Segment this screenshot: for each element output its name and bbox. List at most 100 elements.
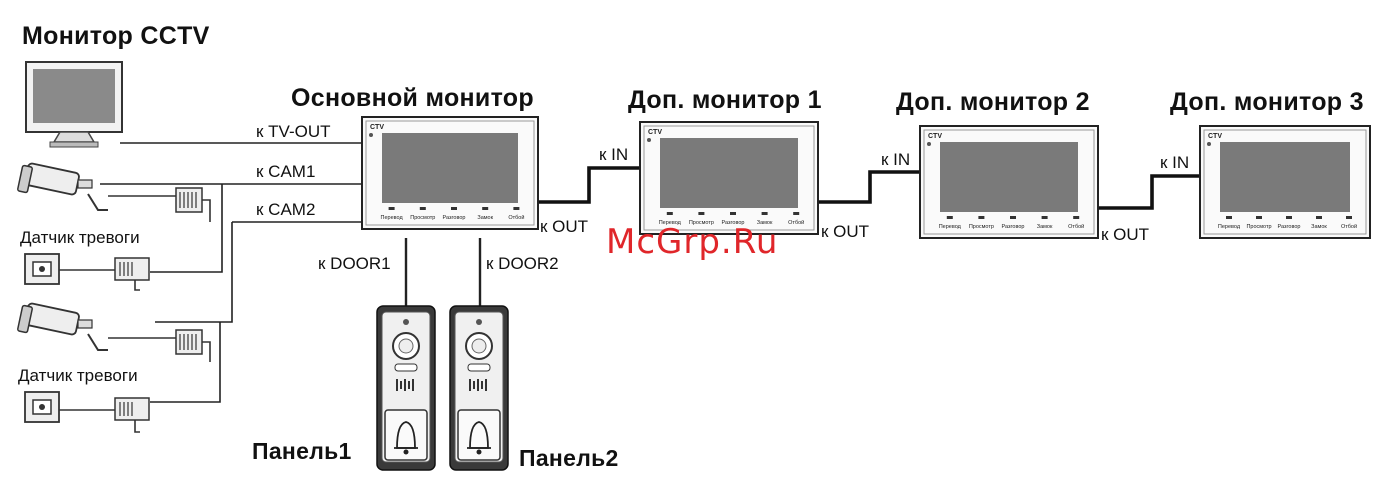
monitor-button-icon [482,207,489,210]
monitor-button-label: Перевод [381,215,404,221]
wire-sensor2 [150,322,221,403]
monitor-screen [660,138,798,208]
title-extra-monitor-1: Доп. монитор 1 [628,86,822,114]
camera-1 [17,162,176,211]
label-door1: к DOOR1 [318,254,391,273]
label-alarm-sensor-1: Датчик тревоги [20,228,140,247]
label-cam2: к CAM2 [256,200,316,219]
label-door2: к DOOR2 [486,254,559,273]
extra-monitor-3: CTV Перевод Просмотр Разговор Замок Отбой [1199,125,1371,239]
monitor-button-label: Просмотр [1246,224,1271,230]
wire-m1-to-m2 [817,170,920,204]
panel-logo [467,363,491,372]
monitor-button-label: Замок [1037,224,1053,230]
label-out-m2: к OUT [1101,225,1150,244]
label-panel-1: Панель1 [252,438,352,464]
monitor-button-icon [451,207,457,210]
monitor-button-icon [419,207,426,210]
door-panel-1 [376,305,436,471]
monitor-button-label: Просмотр [969,224,994,230]
panel-speaker-grille [400,381,402,389]
camera-2 [17,302,176,351]
title-cctv-monitor: Монитор CCTV [22,22,210,50]
label-panel-2: Панель2 [519,445,619,471]
panel-sensor [403,319,409,325]
cctv-monitor [25,61,123,148]
label-in-m3: к IN [1160,153,1190,172]
monitor-button-icon [1346,216,1352,219]
bell-icon-clapper [403,449,409,455]
monitor-button-icon [698,212,705,215]
monitor-button-label: Отбой [788,219,804,226]
monitor-button-icon [513,207,520,210]
monitor-button-icon [1041,216,1048,219]
monitor-button-label: Отбой [508,214,524,221]
monitor-led [369,133,373,137]
panel-speaker-grille [404,379,406,391]
bell-icon [469,421,489,449]
monitor-bezel [643,125,815,231]
title-main-monitor: Основной монитор [291,84,534,112]
monitor-led [647,138,651,142]
monitor-button-icon [1226,216,1232,219]
monitor-led [1207,142,1211,146]
bell-icon-clapper [476,449,482,455]
chain-wires [537,166,1200,210]
monitor-button-label: Замок [477,215,493,221]
monitor-button-label: Перевод [939,224,962,230]
monitor-button-label: Просмотр [410,215,435,221]
monitor-button-label: Замок [1311,224,1327,230]
panel-sensor [476,319,482,325]
monitor-button-label: Просмотр [689,220,714,226]
power-adapter-1 [175,187,211,222]
monitor-bezel [923,129,1095,235]
door-panel-2 [449,305,509,471]
monitor-button-icon [1010,216,1016,219]
monitor-button-icon [1256,216,1262,219]
wire-sensor1 [150,184,223,273]
monitor-button-icon [388,207,395,210]
panel-speaker-grille [469,379,471,391]
panel-speaker-grille [473,381,475,389]
monitor-button-label: Отбой [1341,223,1357,230]
panel-speaker-grille [477,379,479,391]
monitor-button-icon [1286,216,1292,219]
label-out-m1: к OUT [821,222,870,241]
label-tv-out: к TV-OUT [256,122,331,141]
monitor-bezel [365,120,535,226]
wire-cam2-camera [155,222,233,323]
label-in-m2: к IN [881,150,911,169]
monitor-screen [940,142,1078,212]
panel-speaker-grille [396,379,398,391]
monitor-button-icon [978,216,985,219]
panel-speaker-grille [408,381,410,389]
monitor-button-icon [946,216,953,219]
monitor-button-label: Замок [757,220,773,226]
sensor-adapter-1 [59,257,150,291]
monitor-button-label: Перевод [1218,224,1241,230]
bell-icon [396,421,416,449]
watermark: McGrp.Ru [606,222,779,262]
monitor-brand-logo: CTV [1208,133,1222,140]
monitor-button-icon [761,212,768,215]
wires [100,142,482,403]
label-cam1: к CAM1 [256,162,316,181]
monitor-button-label: Разговор [443,215,466,221]
monitor-button-icon [666,212,673,215]
panel-logo [394,363,418,372]
sensor-adapter-2 [59,397,150,433]
power-adapter-2 [175,329,211,362]
monitor-button-label: Разговор [1278,224,1301,230]
monitor-brand-logo: CTV [928,133,942,140]
alarm-sensor-1 [24,253,60,285]
monitor-button-icon [793,212,800,215]
monitor-button-label: Отбой [1068,223,1084,230]
monitor-brand-logo: CTV [648,129,662,136]
panel-lens [471,338,487,354]
monitor-button-label: Перевод [659,220,682,226]
monitor-screen [382,133,518,203]
monitor-bezel [1203,129,1367,235]
